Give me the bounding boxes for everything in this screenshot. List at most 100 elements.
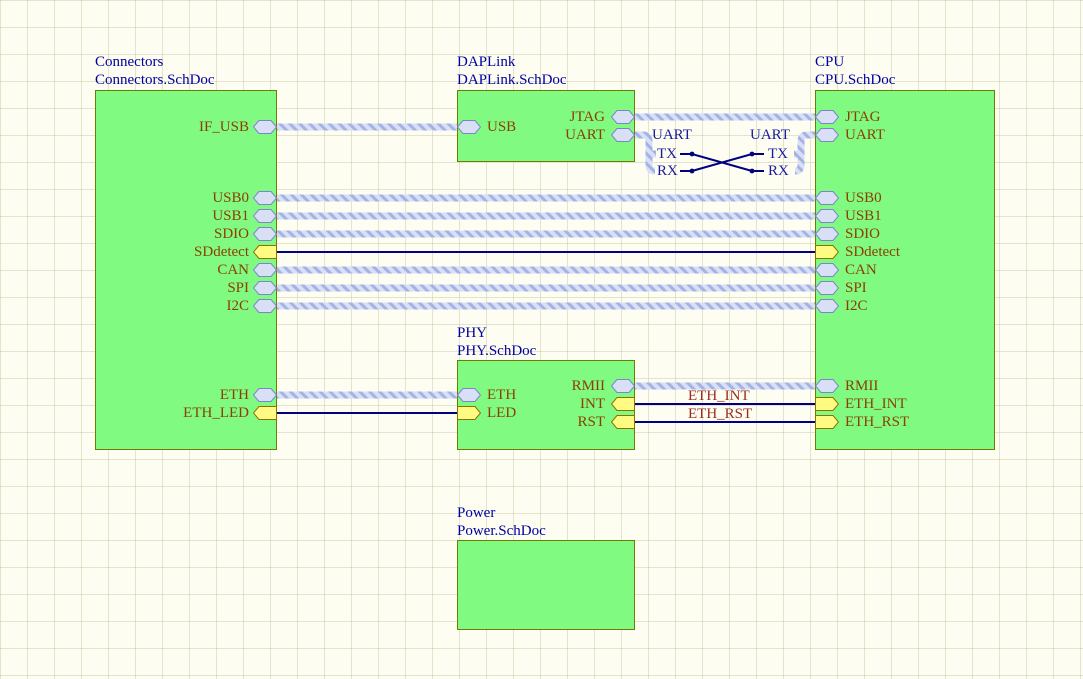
sheet-designator: Connectors: [95, 54, 164, 70]
port-label: INT: [580, 396, 605, 412]
io-entry-icon: [815, 415, 839, 429]
port-label: I2C: [845, 298, 868, 314]
io-entry-icon: [253, 245, 277, 259]
port-label: USB0: [845, 190, 882, 206]
port-connectors-if-usb[interactable]: [253, 120, 277, 134]
port-label: JTAG: [569, 109, 605, 125]
port-label: I2C: [226, 298, 250, 314]
port-connectors-eth[interactable]: [253, 388, 277, 402]
bus-entry-icon: [815, 128, 839, 142]
net-label-eth-int: ETH_INT: [688, 388, 750, 404]
port-cpu-i2c[interactable]: [815, 299, 839, 313]
port-connectors-can[interactable]: [253, 263, 277, 277]
sheet-symbol-connectors[interactable]: [95, 90, 277, 450]
sheet-title-cpu: CPU CPU.SchDoc: [815, 53, 895, 89]
sheet-symbol-phy[interactable]: [457, 360, 635, 450]
sheet-title-connectors: Connectors Connectors.SchDoc: [95, 53, 215, 89]
junction-dot: [749, 151, 755, 157]
harness-label-uart-right: UART: [750, 127, 790, 143]
port-phy-led[interactable]: [457, 406, 481, 420]
port-cpu-rmii[interactable]: [815, 379, 839, 393]
port-phy-eth[interactable]: [457, 388, 481, 402]
sheet-filename: Power.SchDoc: [457, 523, 546, 539]
bus-uart-left-brace[interactable]: [635, 131, 656, 175]
io-entry-icon: [815, 245, 839, 259]
sheet-symbol-power[interactable]: [457, 540, 635, 630]
sheet-filename: DAPLink.SchDoc: [457, 72, 567, 88]
port-phy-rmii[interactable]: [611, 379, 635, 393]
bus-entry-icon: [457, 388, 481, 402]
bus-entry-icon: [815, 209, 839, 223]
bus-entry-icon: [815, 299, 839, 313]
port-cpu-uart[interactable]: [815, 128, 839, 142]
bus-entry-icon: [815, 281, 839, 295]
io-entry-icon: [815, 397, 839, 411]
bus-entry-icon: [815, 263, 839, 277]
port-label: RMII: [571, 378, 605, 394]
bus-entry-icon: [611, 128, 635, 142]
sheet-symbol-cpu[interactable]: [815, 90, 995, 450]
sheet-symbol-daplink[interactable]: [457, 90, 635, 162]
port-cpu-spi[interactable]: [815, 281, 839, 295]
io-entry-icon: [253, 406, 277, 420]
signal-label-rx-right: RX: [768, 163, 789, 179]
port-label: CAN: [845, 262, 877, 278]
bus-entry-icon: [253, 227, 277, 241]
port-label: USB1: [845, 208, 882, 224]
port-connectors-sddetect[interactable]: [253, 245, 277, 259]
port-label: UART: [845, 127, 885, 143]
bus-entry-icon: [815, 110, 839, 124]
port-cpu-eth-int[interactable]: [815, 397, 839, 411]
port-phy-rst[interactable]: [611, 415, 635, 429]
port-phy-int[interactable]: [611, 397, 635, 411]
port-label: ETH_LED: [183, 405, 249, 421]
port-label: RST: [577, 414, 605, 430]
port-label: SPI: [845, 280, 867, 296]
port-connectors-i2c[interactable]: [253, 299, 277, 313]
bus-entry-icon: [611, 110, 635, 124]
port-cpu-sdio[interactable]: [815, 227, 839, 241]
bus-entry-icon: [611, 379, 635, 393]
port-label: RMII: [845, 378, 879, 394]
bus-entry-icon: [253, 191, 277, 205]
sheet-title-daplink: DAPLink DAPLink.SchDoc: [457, 53, 567, 89]
bus-entry-icon: [815, 227, 839, 241]
port-daplink-usb[interactable]: [457, 120, 481, 134]
port-cpu-eth-rst[interactable]: [815, 415, 839, 429]
bus-entry-icon: [815, 191, 839, 205]
signal-label-tx-left: TX: [657, 146, 677, 162]
port-connectors-usb1[interactable]: [253, 209, 277, 223]
port-label: ETH: [487, 387, 517, 403]
port-cpu-jtag[interactable]: [815, 110, 839, 124]
port-cpu-can[interactable]: [815, 263, 839, 277]
sheet-filename: CPU.SchDoc: [815, 72, 896, 88]
bus-entry-icon: [253, 299, 277, 313]
port-label: UART: [565, 127, 605, 143]
wire-rx-to-tx[interactable]: [680, 153, 764, 172]
bus-entry-icon: [253, 388, 277, 402]
sheet-designator: DAPLink: [457, 54, 516, 70]
port-cpu-usb1[interactable]: [815, 209, 839, 223]
sheet-designator: Power: [457, 505, 496, 521]
io-entry-icon: [611, 397, 635, 411]
port-cpu-sddetect[interactable]: [815, 245, 839, 259]
port-connectors-eth-led[interactable]: [253, 406, 277, 420]
port-daplink-jtag[interactable]: [611, 110, 635, 124]
port-daplink-uart[interactable]: [611, 128, 635, 142]
port-label: ETH_INT: [845, 396, 907, 412]
sheet-filename: Connectors.SchDoc: [95, 72, 215, 88]
bus-entry-icon: [253, 120, 277, 134]
bus-uart-right-brace[interactable]: [794, 131, 815, 175]
port-connectors-spi[interactable]: [253, 281, 277, 295]
port-connectors-sdio[interactable]: [253, 227, 277, 241]
port-connectors-usb0[interactable]: [253, 191, 277, 205]
junction-dot: [689, 151, 695, 157]
port-label: USB0: [212, 190, 249, 206]
junction-dot: [689, 168, 695, 174]
port-label: IF_USB: [198, 119, 249, 135]
port-label: SDdetect: [194, 244, 249, 260]
bus-entry-icon: [815, 379, 839, 393]
port-cpu-usb0[interactable]: [815, 191, 839, 205]
sheet-title-phy: PHY PHY.SchDoc: [457, 324, 536, 360]
